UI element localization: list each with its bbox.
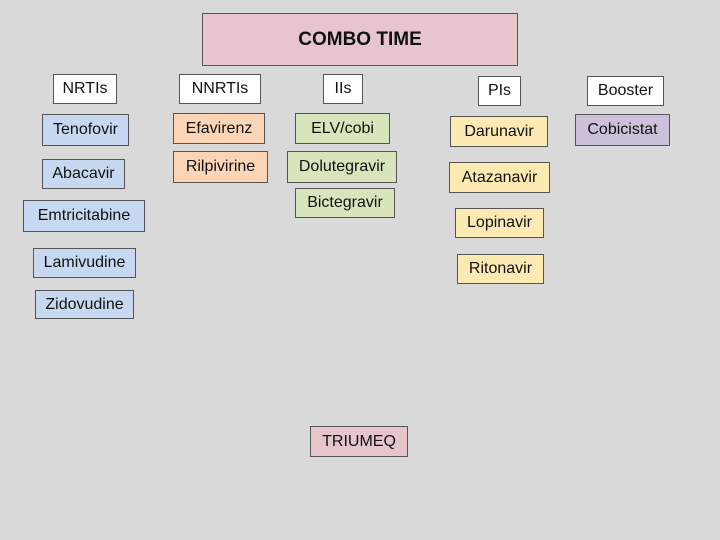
pi-lopinavir: Lopinavir — [455, 208, 544, 238]
ii-bictegravir: Bictegravir — [295, 188, 395, 218]
pi-ritonavir: Ritonavir — [457, 254, 544, 284]
nnrti-efavirenz: Efavirenz — [173, 113, 265, 144]
ii-dolutegravir: Dolutegravir — [287, 151, 397, 183]
booster-cobicistat: Cobicistat — [575, 114, 670, 146]
ii-elv-cobi: ELV/cobi — [295, 113, 390, 144]
pi-atazanavir: Atazanavir — [449, 162, 550, 193]
header-iis: IIs — [323, 74, 363, 104]
header-pis: PIs — [478, 76, 521, 106]
combo-title: COMBO TIME — [202, 13, 518, 66]
nnrti-rilpivirine: Rilpivirine — [173, 151, 268, 183]
nrti-zidovudine: Zidovudine — [35, 290, 134, 319]
pi-darunavir: Darunavir — [450, 116, 548, 147]
header-booster: Booster — [587, 76, 664, 106]
nrti-tenofovir: Tenofovir — [42, 114, 129, 146]
nrti-emtricitabine: Emtricitabine — [23, 200, 145, 232]
nrti-lamivudine: Lamivudine — [33, 248, 136, 278]
nrti-abacavir: Abacavir — [42, 159, 125, 189]
combo-triumeq: TRIUMEQ — [310, 426, 408, 457]
header-nrtis: NRTIs — [53, 74, 117, 104]
header-nnrtis: NNRTIs — [179, 74, 261, 104]
